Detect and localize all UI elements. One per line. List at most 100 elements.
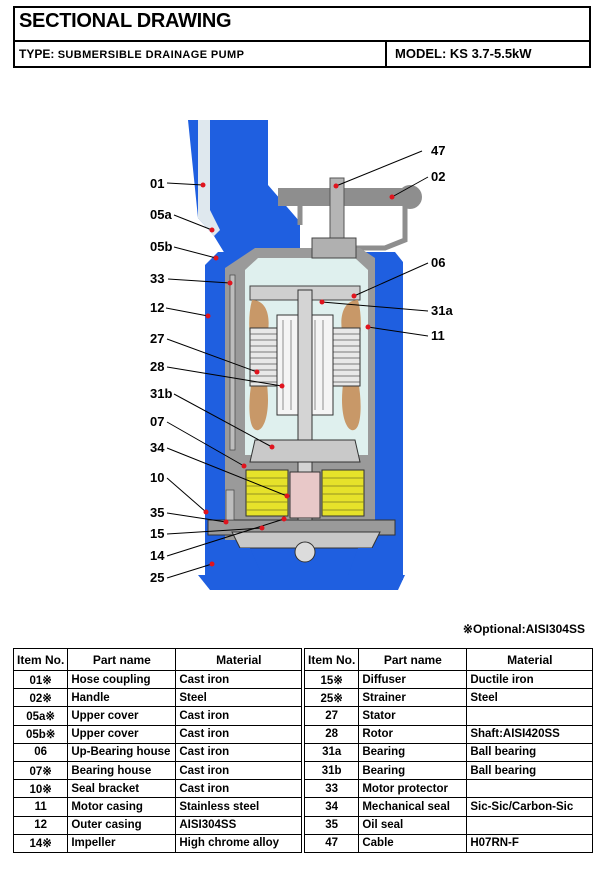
item-no-cell: 10※ bbox=[12, 779, 69, 799]
material-cell: Stainless steel bbox=[175, 797, 303, 817]
parts-table-left: Item No. Part name Material 01※Hose coup… bbox=[12, 648, 303, 853]
material-cell: Steel bbox=[466, 688, 594, 708]
mechanical-seal bbox=[289, 471, 321, 519]
bearing-house bbox=[249, 439, 361, 463]
item-no-cell: 01※ bbox=[12, 669, 69, 690]
callout-28: 28 bbox=[150, 359, 164, 374]
callout-35: 35 bbox=[150, 505, 164, 520]
seal-bracket bbox=[207, 519, 396, 536]
material-cell: Cast iron bbox=[175, 724, 303, 744]
material-cell: Cast iron bbox=[175, 742, 303, 762]
item-no-cell: 35 bbox=[303, 815, 360, 835]
part-name-cell: Rotor bbox=[358, 724, 468, 744]
item-no-cell: 34 bbox=[303, 797, 360, 817]
part-name-cell: Stator bbox=[358, 706, 468, 726]
model-field: MODEL: KS 3.7-5.5kW bbox=[395, 46, 532, 61]
impeller-nut bbox=[294, 541, 316, 563]
callout-27: 27 bbox=[150, 331, 164, 346]
part-name-cell: Handle bbox=[67, 688, 177, 708]
header-divider bbox=[15, 40, 589, 42]
header-item-no: Item No. bbox=[12, 648, 69, 671]
material-cell: Sic-Sic/Carbon-Sic bbox=[466, 797, 594, 817]
type-value: SUBMERSIBLE DRAINAGE PUMP bbox=[57, 49, 245, 61]
callout-05a: 05a bbox=[150, 207, 172, 222]
material-cell: Ball bearing bbox=[466, 760, 594, 781]
callout-07: 07 bbox=[150, 414, 164, 429]
material-cell: Cast iron bbox=[175, 779, 303, 799]
item-no-cell: 06 bbox=[12, 742, 69, 762]
material-cell bbox=[466, 815, 594, 835]
item-no-cell: 28 bbox=[303, 724, 360, 744]
callout-02: 02 bbox=[431, 169, 445, 184]
callout-33: 33 bbox=[150, 271, 164, 286]
callout-34: 34 bbox=[150, 440, 165, 455]
material-cell: High chrome alloy bbox=[175, 833, 303, 853]
material-cell: Cast iron bbox=[175, 669, 303, 690]
material-cell: Cast iron bbox=[175, 760, 303, 781]
header-part-name: Part name bbox=[358, 648, 468, 671]
callout-25: 25 bbox=[150, 570, 164, 585]
item-no-cell: 11 bbox=[12, 797, 69, 817]
part-name-cell: Strainer bbox=[358, 688, 468, 708]
material-cell bbox=[466, 779, 594, 799]
callout-47: 47 bbox=[431, 143, 445, 158]
pump-sectional-drawing: 01 05a 05b 33 12 27 28 31b 07 34 10 35 1… bbox=[150, 120, 453, 590]
type-field: TYPE: SUBMERSIBLE DRAINAGE PUMP bbox=[19, 47, 244, 61]
material-cell: AISI304SS bbox=[175, 815, 303, 835]
part-name-cell: Oil seal bbox=[358, 815, 468, 835]
item-no-cell: 31a bbox=[303, 742, 360, 762]
item-no-cell: 47 bbox=[303, 833, 360, 853]
part-name-cell: Impeller bbox=[67, 833, 177, 853]
table-header-row: Item No. Part name Material bbox=[12, 648, 303, 671]
material-cell: Shaft:AISI420SS bbox=[466, 724, 594, 744]
item-no-cell: 27 bbox=[303, 706, 360, 726]
part-name-cell: Up-Bearing house bbox=[67, 742, 177, 762]
callout-12: 12 bbox=[150, 300, 164, 315]
part-name-cell: Bearing bbox=[358, 760, 468, 781]
oil-chamber bbox=[245, 469, 365, 517]
item-no-cell: 25※ bbox=[303, 688, 360, 708]
material-cell bbox=[466, 706, 594, 726]
callout-14: 14 bbox=[150, 548, 165, 563]
callout-01: 01 bbox=[150, 176, 164, 191]
callout-05b: 05b bbox=[150, 239, 172, 254]
header-part-name: Part name bbox=[67, 648, 177, 671]
item-no-cell: 14※ bbox=[12, 833, 69, 853]
part-name-cell: Cable bbox=[358, 833, 468, 853]
part-name-cell: Upper cover bbox=[67, 724, 177, 744]
callout-11: 11 bbox=[431, 328, 445, 343]
part-name-cell: Upper cover bbox=[67, 706, 177, 726]
item-no-cell: 12 bbox=[12, 815, 69, 835]
material-cell: Steel bbox=[175, 688, 303, 708]
model-value: KS 3.7-5.5kW bbox=[449, 46, 532, 61]
header-vertical-divider bbox=[385, 40, 387, 68]
strainer bbox=[210, 548, 262, 575]
part-name-cell: Diffuser bbox=[358, 669, 468, 690]
material-cell: Ball bearing bbox=[466, 742, 594, 762]
page-title: SECTIONAL DRAWING bbox=[19, 10, 232, 32]
part-name-cell: Mechanical seal bbox=[358, 797, 468, 817]
part-name-cell: Hose coupling bbox=[67, 669, 177, 690]
part-name-cell: Motor casing bbox=[67, 797, 177, 817]
item-no-cell: 05a※ bbox=[12, 706, 69, 726]
header-material: Material bbox=[466, 648, 594, 671]
part-name-cell: Bearing house bbox=[67, 760, 177, 781]
callout-31a: 31a bbox=[431, 303, 453, 318]
leader-lines bbox=[165, 150, 429, 579]
